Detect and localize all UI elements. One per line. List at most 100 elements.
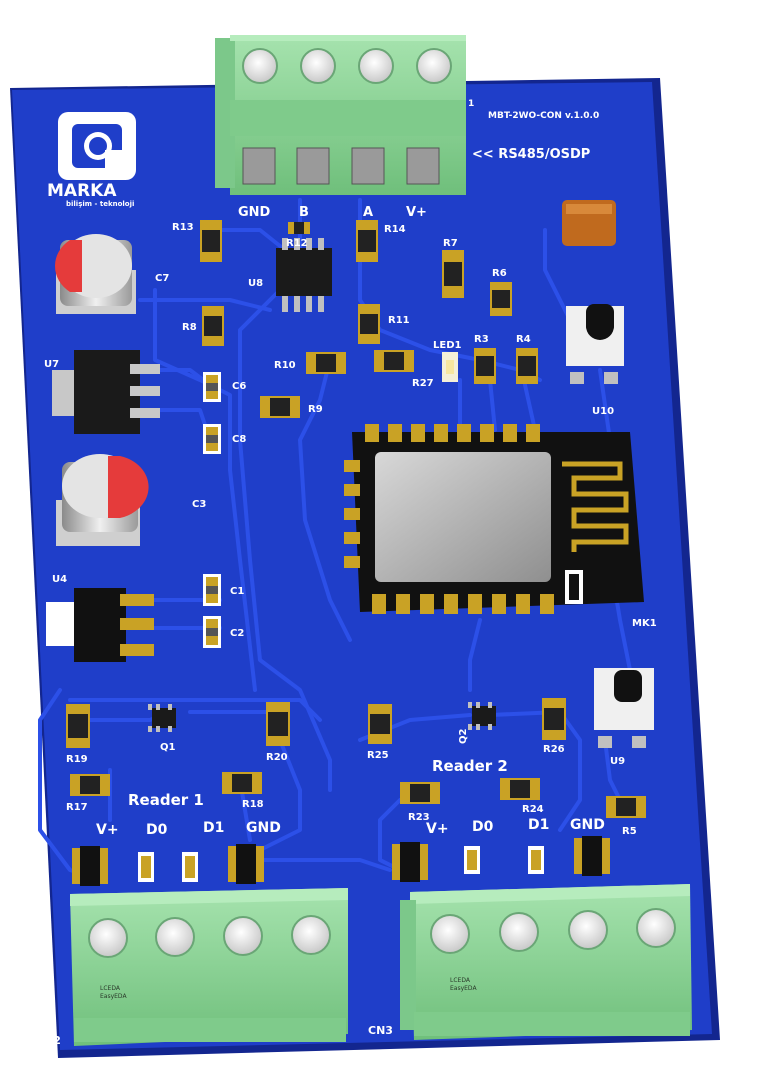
label-r24: R24 (522, 804, 544, 815)
reader2-labels: Reader 2 V+ D0 D1 GND CN3 (368, 757, 605, 1037)
label-r20: R20 (266, 752, 288, 763)
tantalum-capacitor (562, 200, 616, 246)
top-pin-gnd: GND (238, 205, 271, 220)
label-r23: R23 (408, 812, 430, 823)
label-u8: U8 (248, 278, 263, 289)
reader2-pin-d1: D1 (528, 817, 549, 833)
resistor-r9 (260, 396, 300, 418)
reader2-pin-vplus: V+ (426, 821, 449, 837)
resistor-r13 (200, 220, 222, 262)
reader1-title: Reader 1 (128, 791, 204, 809)
top-pin-vplus: V+ (406, 205, 427, 220)
smd-capacitors (203, 200, 616, 648)
terminal-block-cn3: LCEDA EasyEDA (400, 884, 692, 1040)
label-r10: R10 (274, 360, 296, 371)
label-r5: R5 (622, 826, 637, 837)
label-c6: C6 (232, 381, 246, 392)
label-c1: C1 (230, 586, 244, 597)
logo-brand-text: MARKA (47, 181, 117, 201)
regulator-u4 (46, 588, 154, 662)
cn3-easyeda-mark: EasyEDA (450, 985, 477, 992)
brand-logo: MARKA bilişim - teknoloji (47, 112, 136, 208)
top-pin-b: B (299, 205, 309, 220)
label-u4: U4 (52, 574, 67, 585)
tactile-switch-u9 (594, 668, 654, 748)
label-r19: R19 (66, 754, 88, 765)
label-r12: R12 (286, 238, 308, 249)
reader1-pin-d1: D1 (203, 820, 224, 836)
label-r14: R14 (384, 224, 406, 235)
resistor-r7 (442, 250, 464, 298)
smd-resistors (66, 220, 646, 818)
label-r27: R27 (412, 378, 434, 389)
resistor-r14 (356, 220, 378, 262)
label-r8: R8 (182, 322, 197, 333)
bus-label: << RS485/OSDP (472, 147, 590, 162)
tactile-switch-u10 (566, 304, 624, 384)
cn3-lceda-mark: LCEDA (450, 977, 471, 984)
label-u7: U7 (44, 359, 59, 370)
reader2-connector: CN3 (368, 1024, 393, 1037)
resistor-r20 (266, 702, 290, 746)
label-r9: R9 (308, 404, 323, 415)
resistor-r18 (222, 772, 262, 794)
label-r3: R3 (474, 334, 489, 345)
resistor-r10 (306, 352, 346, 374)
resistor-r19 (66, 704, 90, 748)
reader1-pin-d0: D0 (146, 822, 168, 838)
label-r11: R11 (388, 315, 410, 326)
sot-parts (72, 836, 610, 886)
transistor-q2 (468, 702, 496, 730)
capacitor-c1 (203, 574, 221, 606)
label-c7: C7 (155, 273, 169, 284)
label-led1: LED1 (433, 340, 462, 351)
resistor-r25 (368, 704, 392, 744)
top-pin-a: A (363, 205, 373, 220)
ic-u8 (276, 238, 332, 312)
label-c2: C2 (230, 628, 244, 639)
label-mk1: MK1 (632, 618, 657, 629)
board-title: MBT-2WO-CON v.1.0.0 (488, 111, 599, 121)
resistor-r26 (542, 698, 566, 740)
wire-entries (242, 147, 440, 185)
resistor-r12 (288, 222, 310, 234)
label-r7: R7 (443, 238, 458, 249)
reader2-pin-gnd: GND (570, 817, 605, 833)
label-r6: R6 (492, 268, 507, 279)
top-terminal-pin-labels: GND B A V+ (238, 205, 427, 220)
cn2-easyeda-mark: EasyEDA (100, 993, 127, 1000)
capacitor-c2 (203, 616, 221, 648)
resistor-r24 (500, 778, 540, 800)
led1 (442, 352, 458, 382)
wifi-module-mk1 (344, 424, 644, 614)
reader1-pin-vplus: V+ (96, 822, 119, 838)
resistor-r5 (606, 796, 646, 818)
resistor-r3 (474, 348, 496, 384)
resistor-r27 (374, 350, 414, 372)
electrolytic-capacitor-c3 (56, 454, 149, 546)
resistor-r17 (70, 774, 110, 796)
label-r4: R4 (516, 334, 531, 345)
logo-tagline: bilişim - teknoloji (66, 200, 134, 208)
regulator-u7 (52, 350, 160, 434)
label-q1: Q1 (160, 742, 176, 753)
resistor-r4 (516, 348, 538, 384)
label-r17: R17 (66, 802, 88, 813)
resistor-r23 (400, 782, 440, 804)
label-r26: R26 (543, 744, 565, 755)
reader1-connector: CN2 (36, 1034, 61, 1047)
top-terminal-block (215, 35, 466, 195)
resistor-r6 (490, 282, 512, 316)
reader2-pin-d0: D0 (472, 819, 494, 835)
terminal-block-cn2: LCEDA EasyEDA (70, 888, 348, 1046)
label-r25: R25 (367, 750, 389, 761)
resistor-r8 (202, 306, 224, 346)
cn2-lceda-mark: LCEDA (100, 985, 121, 992)
reader1-pin-gnd: GND (246, 820, 281, 836)
transistor-q1 (148, 704, 176, 732)
label-u9: U9 (610, 756, 625, 767)
reader1-labels: Reader 1 V+ D0 D1 GND CN2 (36, 791, 281, 1047)
label-r13: R13 (172, 222, 194, 233)
label-r18: R18 (242, 799, 264, 810)
